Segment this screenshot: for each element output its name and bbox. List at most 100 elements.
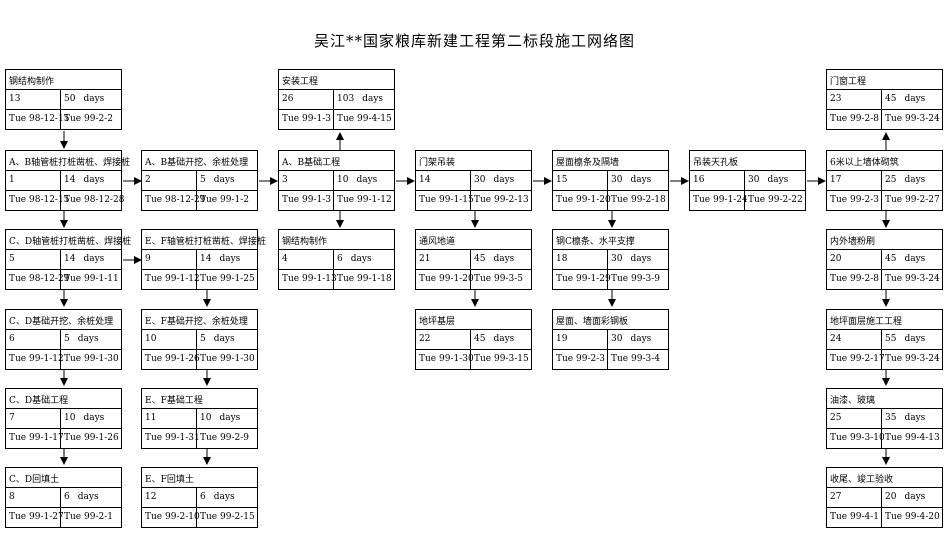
task-finish: Tue 99-1-18 <box>337 274 392 284</box>
task-name: E、F回填土 <box>142 468 257 488</box>
task-start: Tue 99-2-3 <box>827 191 882 211</box>
task-finish: Tue 99-2-18 <box>611 195 666 205</box>
task-name: 吊装天孔板 <box>690 151 805 171</box>
task-id: 1 <box>6 171 61 191</box>
task-start: Tue 99-1-12 <box>142 270 200 290</box>
task-name: C、D轴管桩打桩凿桩、焊接桩 <box>6 230 131 250</box>
task-finish: Tue 99-1-11 <box>64 274 119 284</box>
task-finish: Tue 99-3-24 <box>885 354 940 364</box>
task-name: C、D基础工程 <box>6 389 121 409</box>
task-start: Tue 99-1-13 <box>279 270 337 290</box>
task-start: Tue 99-1-24 <box>690 191 748 211</box>
task-start: Tue 99-1-27 <box>6 508 64 528</box>
task-name: 屋面、墙面彩钢板 <box>553 310 668 330</box>
task-finish: Tue 99-2-13 <box>474 195 529 205</box>
task-start: Tue 99-1-3 <box>279 110 334 130</box>
task-finish: Tue 99-4-13 <box>885 433 940 443</box>
task-start: Tue 98-12-29 <box>6 270 69 290</box>
task-start: Tue 99-2-17 <box>827 350 885 370</box>
task-finish: Tue 99-3-15 <box>474 354 529 364</box>
task-name: E、F基础工程 <box>142 389 257 409</box>
task-id: 10 <box>142 330 197 350</box>
task-finish: Tue 99-4-20 <box>885 512 940 522</box>
task-finish: Tue 99-1-12 <box>337 195 392 205</box>
task-finish: Tue 99-3-5 <box>474 274 523 284</box>
task-name: 收尾、竣工验收 <box>827 468 942 488</box>
task-id: 4 <box>279 250 334 270</box>
diagram-title: 吴江**国家粮库新建工程第二标段施工网络图 <box>313 32 635 50</box>
task-id: 18 <box>553 250 608 270</box>
task-id: 6 <box>6 330 61 350</box>
task-id: 3 <box>279 171 334 191</box>
task-id: 14 <box>416 171 471 191</box>
task-name: C、D基础开挖、余桩处理 <box>6 310 121 330</box>
task-name: A、B轴管桩打桩凿桩、焊接桩 <box>6 151 130 171</box>
task-id: 13 <box>6 90 61 110</box>
task-start: Tue 98-12-15 <box>6 191 69 211</box>
task-finish: Tue 99-2-15 <box>200 512 255 522</box>
task-finish: Tue 99-1-30 <box>64 354 119 364</box>
task-id: 17 <box>827 171 882 191</box>
task-name: 屋面檩条及隔墙 <box>553 151 668 171</box>
task-finish: Tue 99-3-24 <box>885 114 940 124</box>
task-id: 22 <box>416 330 471 350</box>
task-name: 安装工程 <box>279 70 394 90</box>
task-name: A、B基础工程 <box>279 151 394 171</box>
task-start: Tue 99-2-8 <box>827 110 882 130</box>
task-id: 26 <box>279 90 334 110</box>
task-name: C、D回填土 <box>6 468 121 488</box>
task-finish: Tue 99-1-30 <box>200 354 255 364</box>
task-id: 12 <box>142 488 197 508</box>
task-finish: Tue 99-4-15 <box>337 114 392 124</box>
task-start: Tue 99-1-30 <box>416 350 474 370</box>
task-name: 门窗工程 <box>827 70 942 90</box>
task-start: Tue 99-1-17 <box>6 429 64 449</box>
task-id: 2 <box>142 171 197 191</box>
